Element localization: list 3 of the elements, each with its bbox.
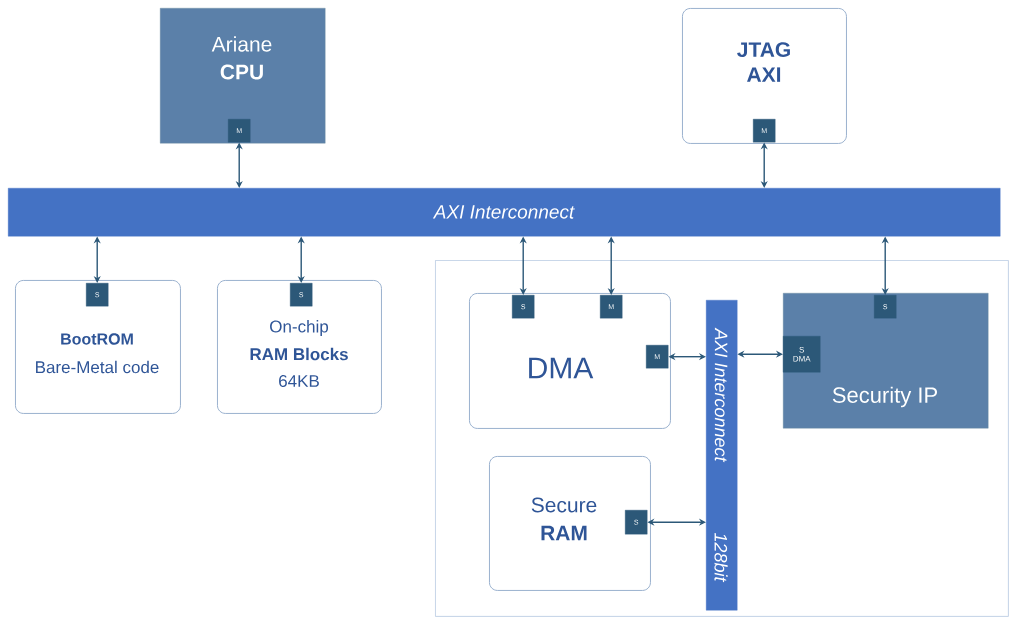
- bus-bar: AXI Interconnect: [8, 188, 1001, 237]
- bus-bar: AXI Interconnect 128bit: [706, 300, 738, 611]
- port-square: S DMA: [783, 336, 821, 373]
